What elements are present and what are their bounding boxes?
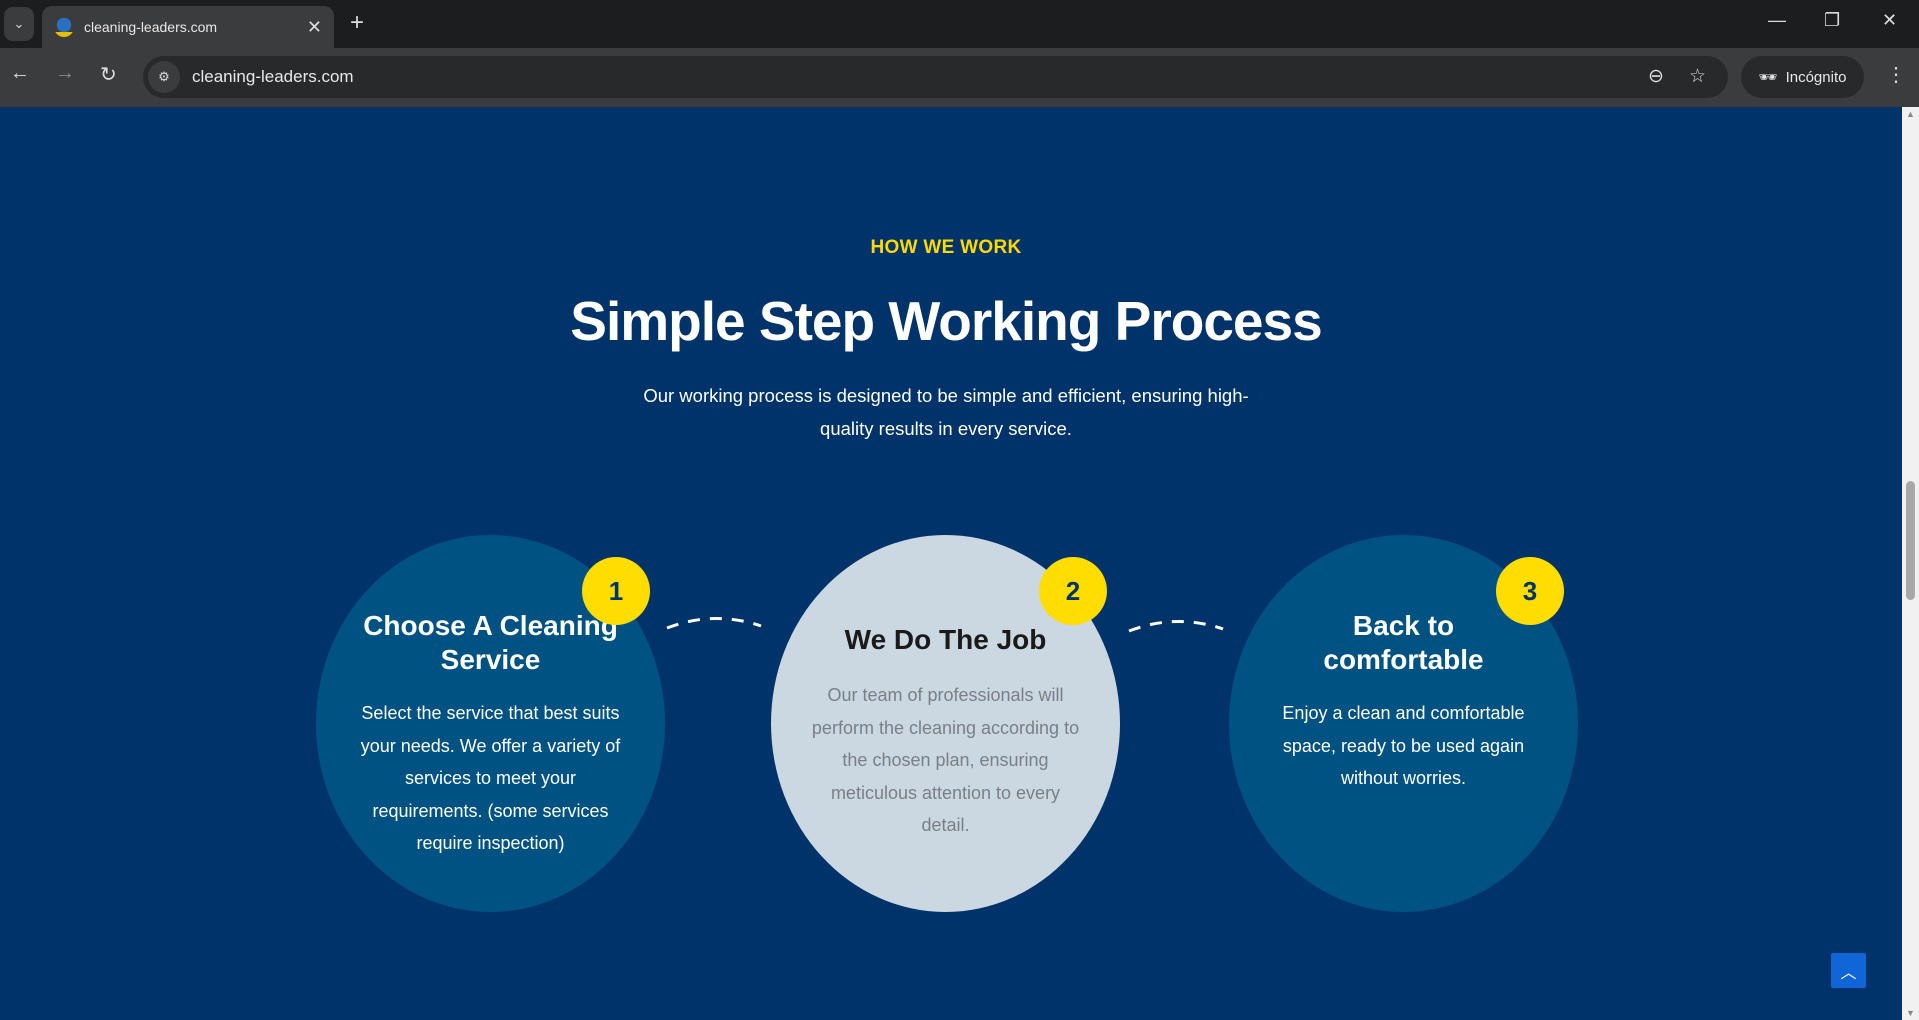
bookmark-star-icon[interactable]: ☆ xyxy=(1689,66,1707,87)
site-favicon-icon xyxy=(54,17,74,37)
connector-dashes xyxy=(666,617,762,630)
step-title: Back to comfortable xyxy=(1323,610,1484,675)
restore-icon[interactable]: ❐ xyxy=(1824,10,1841,30)
scroll-up-icon[interactable]: ▲ xyxy=(1906,109,1915,119)
incognito-button[interactable]: 🕶 Incógnito xyxy=(1741,56,1864,98)
menu-icon[interactable]: ⋮ xyxy=(1886,64,1906,86)
new-tab-button[interactable]: + xyxy=(350,9,365,36)
step-number-badge: 2 xyxy=(1039,557,1107,625)
tab-search-button[interactable]: ⌄ xyxy=(4,7,34,41)
address-bar[interactable]: ⚙ cleaning-leaders.com ⊖ ☆ xyxy=(143,56,1728,98)
connector-dashes xyxy=(1128,620,1224,633)
close-tab-icon[interactable]: ✕ xyxy=(306,16,322,37)
url-text[interactable]: cleaning-leaders.com xyxy=(192,67,354,86)
section-subtitle: Our working process is designed to be si… xyxy=(643,385,1249,439)
step-text: Select the service that best suits your … xyxy=(360,703,621,853)
step-text: Enjoy a clean and comfortable space, rea… xyxy=(1282,703,1525,788)
scroll-to-top-button[interactable]: ︿ xyxy=(1831,953,1866,988)
section-title: Simple Step Working Process xyxy=(570,290,1322,352)
scrollbar[interactable]: ▲ ▼ xyxy=(1902,107,1919,1020)
tab-strip: ⌄ cleaning-leaders.com ✕ + — ❐ ✕ xyxy=(0,0,1919,48)
reload-icon[interactable]: ↻ xyxy=(100,64,117,86)
browser-toolbar: ← → ↻ ⚙ cleaning-leaders.com ⊖ ☆ 🕶 Incóg… xyxy=(0,48,1919,107)
tab-title: cleaning-leaders.com xyxy=(84,19,218,35)
step-number-badge: 3 xyxy=(1496,557,1564,625)
step-number-badge: 1 xyxy=(582,557,650,625)
step-title: Choose A Cleaning Service xyxy=(363,610,618,675)
how-we-work-section: HOW WE WORK Simple Step Working Process … xyxy=(0,107,1902,1020)
step-text: Our team of professionals will perform t… xyxy=(811,685,1080,835)
step-title: We Do The Job xyxy=(844,624,1047,655)
minimize-icon[interactable]: — xyxy=(1768,10,1786,30)
close-window-icon[interactable]: ✕ xyxy=(1882,10,1898,30)
scrollbar-thumb[interactable] xyxy=(1906,481,1915,600)
incognito-label: Incógnito xyxy=(1785,68,1847,86)
zoom-icon[interactable]: ⊖ xyxy=(1648,66,1664,87)
incognito-icon: 🕶 xyxy=(1758,69,1778,86)
forward-icon[interactable]: → xyxy=(55,62,75,84)
step-card-3: Back to comfortable Enjoy a clean and co… xyxy=(1229,535,1578,912)
section-eyebrow: HOW WE WORK xyxy=(870,237,1022,258)
scroll-down-icon[interactable]: ▼ xyxy=(1906,1008,1915,1018)
back-icon[interactable]: ← xyxy=(10,62,30,84)
browser-tab[interactable]: cleaning-leaders.com ✕ xyxy=(42,6,334,48)
site-settings-icon[interactable]: ⚙ xyxy=(148,61,180,93)
